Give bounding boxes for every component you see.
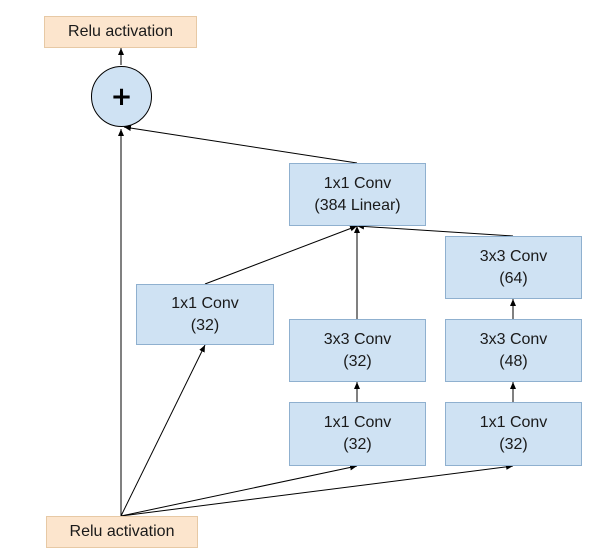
branch1-conv-1x1: 1x1 Conv (32)	[136, 284, 274, 345]
branch3-conv3a-line1: 3x3 Conv	[479, 330, 548, 348]
branch2-conv1-line1: 1x1 Conv	[323, 414, 392, 431]
branch3-conv-1x1: 1x1 Conv (32)	[445, 402, 582, 466]
branch3-conv-3x3-64: 3x3 Conv (64)	[445, 236, 582, 299]
branch1-conv-line2: (32)	[190, 316, 220, 334]
branch2-conv-3x3: 3x3 Conv (32)	[289, 319, 426, 382]
relu-activation-output: Relu activation	[44, 16, 197, 48]
branch3-conv3a-line2: (48)	[499, 352, 528, 370]
branch2-conv3-line1: 3x3 Conv	[323, 330, 392, 348]
conv-linear-line1: 1x1 Conv	[323, 174, 392, 192]
branch3-conv3b-line1: 3x3 Conv	[479, 247, 548, 265]
branch2-conv3-line2: (32)	[343, 352, 372, 370]
relu-input-label: Relu activation	[69, 523, 175, 540]
relu-activation-input: Relu activation	[46, 516, 198, 548]
branch1-conv-line1: 1x1 Conv	[171, 294, 239, 312]
conv-linear-line2: (384 Linear)	[314, 196, 401, 214]
relu-output-label: Relu activation	[68, 23, 173, 40]
arrow-branch3-to-linear	[356, 223, 514, 237]
plus-icon: +	[110, 81, 133, 112]
sum-node: +	[91, 66, 152, 127]
branch3-conv1-line1: 1x1 Conv	[479, 414, 548, 431]
branch3-conv1-line2: (32)	[499, 436, 528, 453]
branch3-conv3b-line2: (64)	[499, 269, 528, 287]
branch3-conv-3x3-48: 3x3 Conv (48)	[445, 319, 582, 382]
arrow-linear-to-sum	[123, 125, 358, 164]
branch2-conv1-line2: (32)	[343, 436, 372, 453]
arrow-input-to-branch1	[120, 344, 206, 517]
arrow-input-to-branch3	[120, 463, 514, 517]
conv-1x1-linear: 1x1 Conv (384 Linear)	[289, 163, 426, 226]
arrow-branch1-to-linear	[204, 225, 358, 285]
arrow-input-to-branch2	[120, 464, 358, 517]
branch2-conv-1x1: 1x1 Conv (32)	[289, 402, 426, 466]
